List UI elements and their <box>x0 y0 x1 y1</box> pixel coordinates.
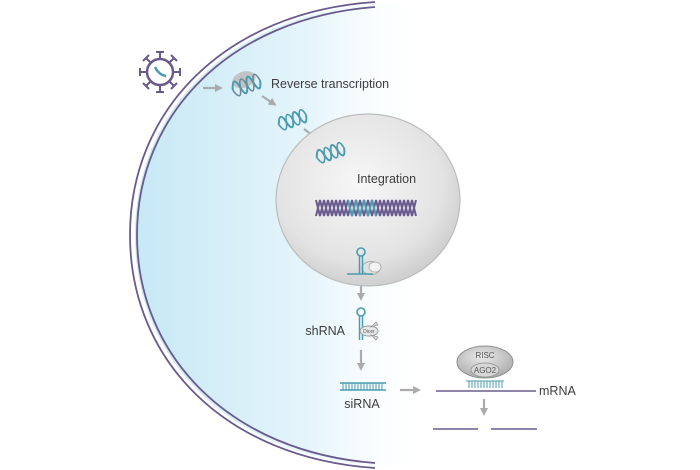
label-ago2: AGO2 <box>474 366 497 375</box>
dicer-icon: Dicer <box>359 321 379 341</box>
label-dicer: Dicer <box>363 329 375 335</box>
cell-membrane <box>129 1 376 469</box>
virus-icon <box>139 51 181 93</box>
arrow-rt-1 <box>261 95 277 106</box>
rna-helix-icon <box>231 71 262 97</box>
rna-helix-icon <box>315 141 346 164</box>
label-shrna: shRNA <box>305 324 345 338</box>
risc-complex-icon: RISC AGO2 <box>456 345 514 388</box>
label-sirna: siRNA <box>344 397 380 411</box>
label-reverse-transcription: Reverse transcription <box>271 77 389 91</box>
rna-helix-icon <box>277 108 308 131</box>
hairpin-icon <box>347 247 382 275</box>
sirna-duplex <box>340 382 386 391</box>
label-mrna: mRNA <box>539 384 576 398</box>
label-risc: RISC <box>475 351 494 360</box>
label-integration: Integration <box>357 172 416 186</box>
dna-helix-icon <box>315 199 417 217</box>
